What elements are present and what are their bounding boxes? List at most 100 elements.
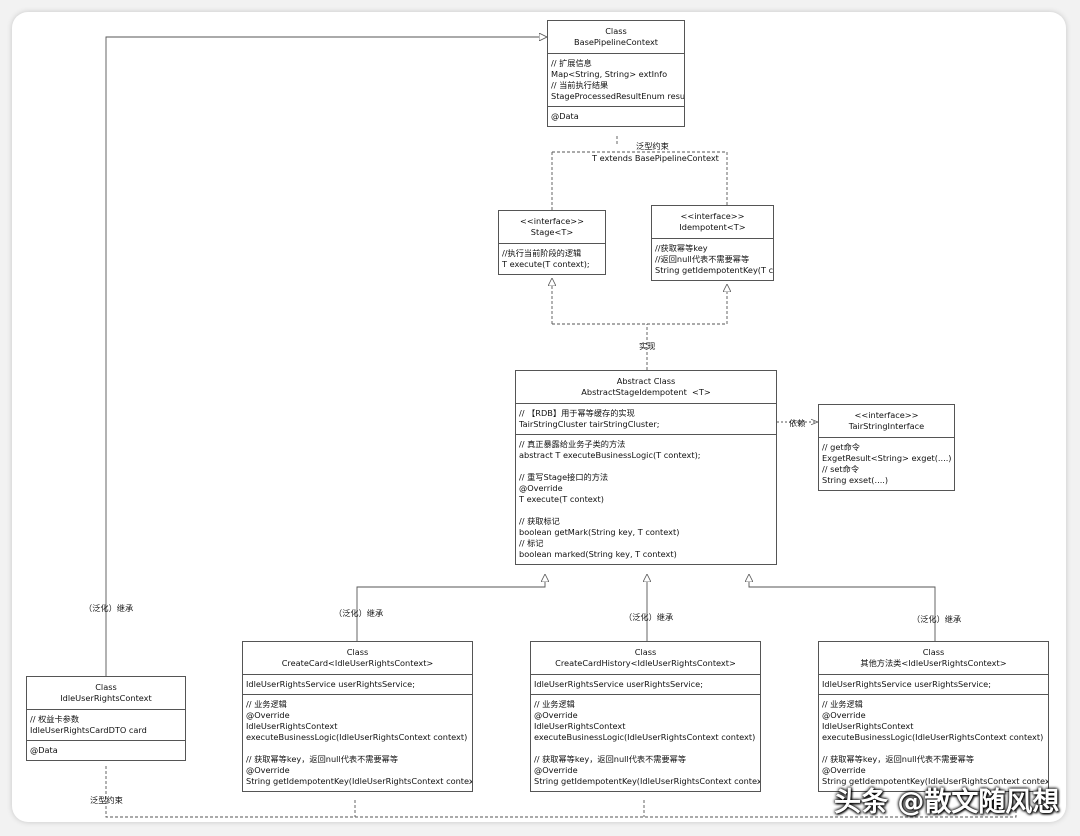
inherit-line-other (749, 574, 936, 641)
member-line: @Override (246, 765, 290, 775)
label-generic-constraint-top: 泛型约束 (636, 141, 669, 151)
member-line: // 获取幂等key，返回null代表不需要幂等 (534, 754, 687, 764)
member-line: abstract T executeBusinessLogic(T contex… (519, 450, 701, 460)
member-line: T execute(T context) (519, 494, 604, 504)
member-line: //获取幂等key (655, 243, 708, 253)
box-section: IdleUserRightsService userRightsService; (819, 675, 1048, 695)
section-gap (246, 743, 469, 754)
header-line: Class (346, 647, 369, 657)
header-line: <<interface>> (854, 410, 919, 420)
member-line: @Data (551, 111, 579, 121)
section-gap (519, 505, 773, 516)
label-generic-constraint-bottom: 泛型约束 (90, 795, 123, 805)
watermark-text: 头条 @散文随风想 (834, 787, 1060, 818)
watermark: 头条 @散文随风想 (822, 776, 1066, 822)
header-line: 其他方法类<IdleUserRightsContext> (860, 658, 1007, 668)
member-line: // 标记 (519, 538, 544, 548)
member-line: @Override (246, 710, 290, 720)
header-line: AbstractStageIdempotent <T> (581, 387, 711, 397)
idempotent-interface: <<interface>>Idempotent<T>//获取幂等key//返回n… (651, 205, 774, 281)
box-section: IdleUserRightsService userRightsService; (243, 675, 472, 695)
box-section: @Data (548, 107, 684, 126)
member-line: TairStringCluster tairStringCluster; (519, 419, 660, 429)
member-line: @Override (822, 710, 866, 720)
section-gap (822, 743, 1045, 754)
member-line: String getIdempotentKey(IdleUserRightsCo… (822, 776, 1048, 786)
member-line: String getIdempotentKey(IdleUserRightsCo… (246, 776, 472, 786)
member-line: // 业务逻辑 (246, 699, 287, 709)
member-line: @Override (534, 765, 578, 775)
member-line: // 获取幂等key，返回null代表不需要幂等 (246, 754, 399, 764)
member-line: // 业务逻辑 (822, 699, 863, 709)
header-line: Class (922, 647, 945, 657)
header-line: Class (634, 647, 657, 657)
member-line: @Override (534, 710, 578, 720)
header-line: CreateCardHistory<IdleUserRightsContext> (555, 658, 736, 668)
member-line: T execute(T context); (502, 259, 590, 269)
section-gap (534, 743, 757, 754)
member-line: IdleUserRightsContext (822, 721, 914, 731)
box-header: <<interface>>Idempotent<T> (652, 206, 773, 239)
header-line: Stage<T> (530, 227, 574, 237)
member-line: @Override (822, 765, 866, 775)
member-line: String exset(....) (822, 475, 889, 485)
header-line: Abstract Class (616, 376, 676, 386)
label-inherit-other: （泛化）继承 (912, 614, 962, 624)
member-line: IdleUserRightsContext (246, 721, 338, 731)
label-depends: 依赖 (789, 418, 806, 428)
tair-string-interface: <<interface>>TairStringInterface // get命令… (818, 404, 955, 491)
label-inherit-left: （泛化）继承 (84, 603, 134, 613)
member-line: // 业务逻辑 (534, 699, 575, 709)
section-gap (519, 461, 773, 472)
inherit-line-idle-context (105, 37, 547, 676)
header-line: BasePipelineContext (573, 37, 659, 47)
member-line: String getIdempotentKey(T context); (655, 265, 773, 275)
member-line: executeBusinessLogic(IdleUserRightsConte… (246, 732, 468, 742)
member-line: // 权益卡参数 (30, 714, 80, 724)
member-line: IdleUserRightsCardDTO card (30, 725, 147, 735)
member-line: boolean getMark(String key, T context) (519, 527, 680, 537)
member-line: executeBusinessLogic(IdleUserRightsConte… (822, 732, 1044, 742)
header-line: <<interface>> (680, 211, 745, 221)
member-line: // 获取标记 (519, 516, 560, 526)
member-line: String getIdempotentKey(IdleUserRightsCo… (534, 776, 760, 786)
label-inherit-history: （泛化）继承 (624, 612, 674, 622)
label-inherit-create-card: （泛化）继承 (334, 608, 384, 618)
box-section: @Data (27, 741, 185, 760)
box-section: IdleUserRightsService userRightsService; (531, 675, 760, 695)
member-line: IdleUserRightsContext (534, 721, 626, 731)
member-line: //返回null代表不需要幂等 (655, 254, 750, 264)
inherit-line-create-card (356, 574, 545, 641)
member-line: // set命令 (822, 464, 860, 474)
member-line: ExgetResult<String> exget(....) (822, 453, 952, 463)
header-line: TairStringInterface (848, 421, 925, 431)
member-line: Map<String, String> extInfo (551, 69, 668, 79)
member-line: boolean marked(String key, T context) (519, 549, 677, 559)
box-header: <<interface>>Stage<T> (499, 211, 605, 244)
member-line: // 获取幂等key，返回null代表不需要幂等 (822, 754, 975, 764)
header-line: Class (95, 682, 117, 692)
constraint-line-bottom (105, 766, 1017, 818)
